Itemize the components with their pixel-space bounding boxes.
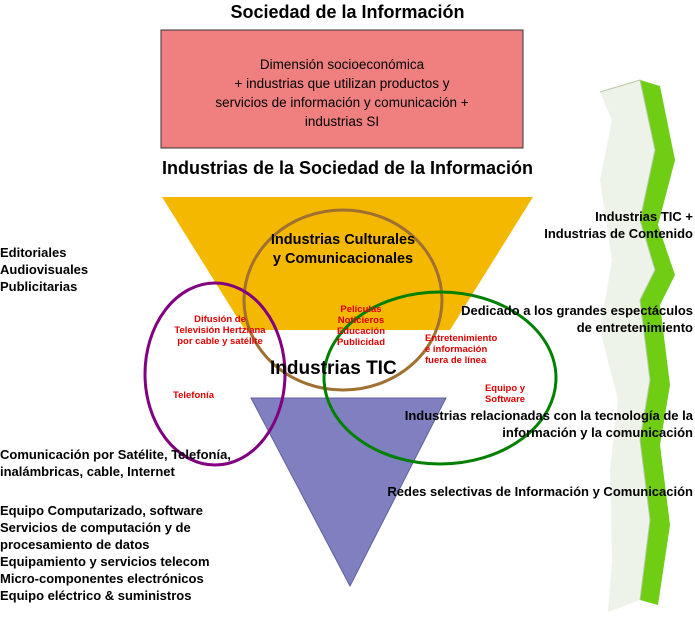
peliculas-line: Publicidad: [336, 337, 386, 348]
culturales-label: Industrias Culturales y Comunicacionales: [238, 231, 448, 269]
equipo-list: Equipo Computarizado, software Servicios…: [0, 502, 210, 604]
left-top-item: Publicitarias: [0, 279, 78, 294]
tic-label: Industrias TIC: [270, 358, 397, 379]
peliculas-line: Noticieros: [337, 315, 385, 326]
satelite-line: Comunicación por Satélite, Telefonía,: [0, 447, 231, 462]
top-title: Sociedad de la Información: [230, 2, 465, 22]
satelite-line: inalámbricas, cable, Internet: [0, 464, 175, 479]
mid-title: Industrias de la Sociedad de la Informac…: [161, 158, 534, 178]
tecnologia-line: Industrias relacionadas con la tecnologí…: [404, 408, 693, 423]
redes-label: Redes selectivas de Información y Comuni…: [387, 484, 693, 499]
equipo-line: Equipo y: [484, 383, 526, 394]
arrow-3d-decoration: [599, 79, 675, 612]
socioeconomic-line-1: Dimensión socioeconómica: [259, 57, 425, 72]
yellow-trapezoid: [162, 197, 533, 330]
tecnologia-line: información y la comunicación: [502, 425, 693, 440]
equipo-list-item: Servicios de computación y de: [0, 520, 191, 535]
espectaculos-line: de entretenimiento: [576, 320, 693, 335]
entretenimiento-line: fuera de línea: [425, 355, 487, 366]
equipo-list-item: Micro-componentes electrónicos: [0, 571, 204, 586]
right-top-line: Industrias de Contenido: [544, 226, 693, 241]
equipo-list-item: Equipamiento y servicios telecom: [0, 554, 210, 569]
socioeconomic-line-2: + industrias que utilizan productos y: [234, 76, 450, 91]
entretenimiento-line: Entretenimiento: [425, 333, 498, 344]
difusion-ellipse: [143, 281, 287, 467]
espectaculos-line: Dedicado a los grandes espectáculos: [461, 303, 693, 318]
difusion-line: por cable y satélite: [177, 336, 263, 347]
left-top-item: Editoriales: [0, 245, 67, 260]
right-top-label: Industrias TIC + Industrias de Contenido: [544, 208, 693, 242]
equipo-list-item: Equipo Computarizado, software: [0, 503, 203, 518]
peliculas-label: Películas Noticieros Educación Publicida…: [326, 304, 396, 348]
purple-triangle: [250, 397, 447, 588]
difusion-label: Difusión de Televisión Hertziana por cab…: [158, 314, 282, 347]
socioeconomic-line-4: industrias SI: [304, 114, 380, 129]
left-top-list: Editoriales Audiovisuales Publicitarias: [0, 244, 88, 295]
culturales-line: Industrias Culturales: [270, 232, 416, 248]
tic-ellipse: [322, 290, 558, 466]
difusion-line: Televisión Hertziana: [174, 325, 266, 336]
equipo-list-item: procesamiento de datos: [0, 537, 150, 552]
espectaculos-label: Dedicado a los grandes espectáculos de e…: [461, 302, 693, 336]
tecnologia-label: Industrias relacionadas con la tecnologí…: [405, 407, 693, 441]
equipo-list-item: Equipo eléctrico & suministros: [0, 588, 192, 603]
peliculas-line: Educación: [336, 326, 386, 337]
socioeconomic-box: [160, 29, 524, 149]
equipo-label: Equipo y Software: [475, 383, 535, 405]
entretenimiento-line: e información: [425, 344, 488, 355]
left-top-item: Audiovisuales: [0, 262, 89, 277]
difusion-line: Difusión de: [194, 314, 246, 325]
peliculas-line: Películas: [340, 304, 382, 315]
entretenimiento-label: Entretenimiento e información fuera de l…: [425, 333, 497, 366]
culturales-ellipse: [242, 208, 444, 392]
right-top-line: Industrias TIC +: [595, 209, 693, 224]
socioeconomic-line-3: servicios de información y comunicación …: [215, 95, 469, 110]
equipo-line: Software: [484, 394, 526, 405]
socioeconomic-text: Dimensión socioeconómica + industrias qu…: [161, 55, 523, 131]
telefonia-label: Telefonía: [173, 390, 214, 401]
satelite-label: Comunicación por Satélite, Telefonía, in…: [0, 446, 231, 480]
culturales-line: y Comunicacionales: [272, 251, 414, 267]
